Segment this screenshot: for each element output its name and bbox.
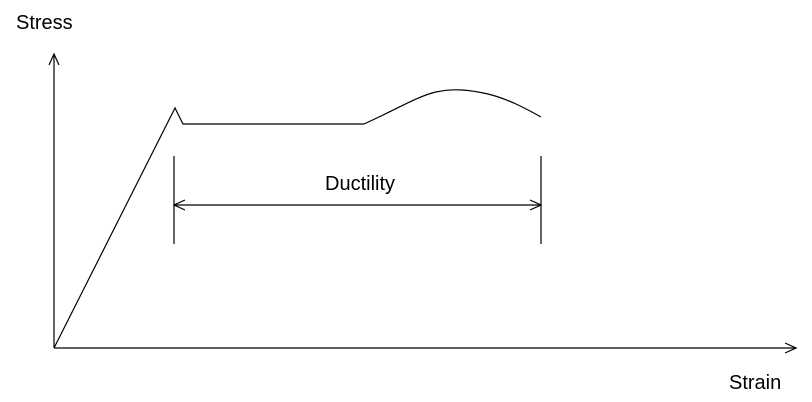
ductility-label: Ductility xyxy=(325,173,396,195)
y-axis-label: Stress xyxy=(16,12,73,34)
stress-strain-curve xyxy=(53,89,542,349)
x-axis-label: Strain xyxy=(729,372,782,394)
